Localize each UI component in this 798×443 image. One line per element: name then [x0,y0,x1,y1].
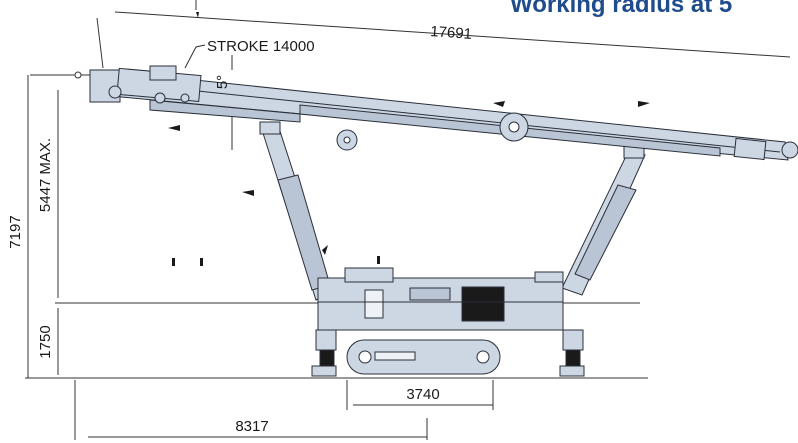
right-jack-pad [559,365,585,377]
label-stroke: STROKE 14000 [207,38,315,55]
left-jack-pad [311,365,337,377]
left-arm-joint [259,121,281,135]
marker-6 [200,258,203,266]
boom-idler-hub [343,136,351,144]
marker-4 [242,190,254,196]
boom-lower-rail-rear [149,99,301,123]
marker-7 [322,245,328,255]
marker-3 [638,101,650,107]
left-outrigger-box [315,329,337,351]
label-track-width: 3740 [406,386,439,403]
marker-8 [377,256,380,264]
drill-rig [89,65,798,377]
track-rollers [358,350,490,364]
track-sprocket-right [476,350,490,364]
carriage-top [149,65,177,81]
track-frame-slot [374,351,416,361]
right-jack-cylinder [565,349,581,367]
label-total-height: 7197 [7,215,24,248]
track-idler-left [358,350,372,364]
chassis-top-left [344,267,394,283]
marker-top [196,12,199,18]
left-jack-cylinder [319,349,335,367]
boom-feed-rail [149,85,781,153]
crawler-track [346,339,501,375]
marker-5 [172,258,175,266]
carriage-roller [154,92,166,104]
left-lift-cylinder [277,174,331,291]
boom-tip-guide [733,137,767,161]
label-base-height: 1750 [37,325,54,358]
right-lift-cylinder [574,184,637,281]
label-working-radius: 8317 [235,418,268,435]
direction-markers [168,12,650,266]
chassis-body [317,277,564,331]
dim-line-boom-length [114,11,791,58]
rear-pulley [108,85,122,99]
dim-ext-left [96,17,104,69]
marker-1 [168,125,180,131]
right-outrigger-box [562,329,584,351]
chassis-top-right [534,271,564,283]
cab-door [364,289,384,319]
marker-2 [493,101,505,107]
label-angle: 5° [214,75,231,89]
stroke-leader [184,44,206,69]
engine-cover [409,287,451,301]
pivot-marker [74,71,82,79]
boom-rotator-hub [508,121,520,133]
control-panel [461,286,505,322]
boom-tip-pulley [781,141,798,159]
carriage-roller-2 [180,93,190,103]
label-boom-height: 5447 MAX. [37,138,54,212]
diagram-title: Working radius at 5 [510,0,732,18]
label-boom-length: 17691 [430,23,473,43]
